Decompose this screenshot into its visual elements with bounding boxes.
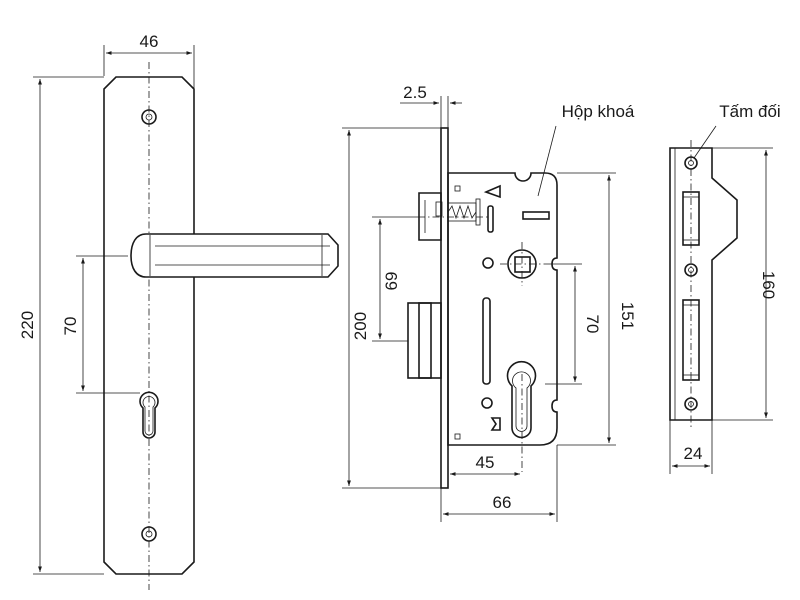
strike-plate-label: Tấm đối	[719, 102, 780, 121]
dim-46-label: 46	[140, 32, 159, 51]
lock-case-outline	[447, 172, 558, 446]
latch-bolt-icon	[418, 192, 442, 241]
dim-220-label: 220	[18, 311, 37, 339]
body-depth-dimension: 66	[440, 445, 558, 522]
strike-height-dimension: 160	[712, 147, 778, 421]
handle-height-dimension: 220	[18, 76, 104, 575]
strike-width-dimension: 24	[669, 420, 713, 474]
strike-plate-callout: Tấm đối	[693, 102, 781, 159]
faceplate	[440, 127, 449, 489]
handle-width-dimension: 46	[103, 32, 195, 88]
lock-box-label: Hộp khoá	[562, 102, 635, 121]
latch-spring-icon	[447, 204, 477, 220]
dim-151-label: 151	[618, 302, 637, 330]
dim-70-right-label: 70	[583, 315, 602, 334]
dim-2-5-label: 2.5	[403, 83, 427, 102]
strike-latch-opening	[682, 191, 700, 246]
bolt-slot	[482, 297, 491, 385]
latch-to-deadbolt-dimension: 69	[372, 216, 418, 342]
top-screw-icon	[141, 109, 157, 125]
strike-bottom-screw-icon	[684, 397, 698, 411]
strike-plate-outline	[669, 147, 738, 421]
lever-handle-icon	[130, 233, 339, 278]
cylinder-hole-icon	[506, 360, 537, 439]
handle-to-keyhole-dimension: 70	[61, 255, 140, 394]
strike-plate-view	[669, 140, 738, 430]
dim-70-left-label: 70	[61, 317, 80, 336]
lock-body-view	[407, 127, 558, 489]
handle-plate-outline	[103, 76, 195, 575]
spindle-to-cylinder-dimension: 70	[545, 263, 602, 385]
keyhole-icon	[139, 391, 159, 439]
dim-200-label: 200	[351, 312, 370, 340]
faceplate-thickness-dimension: 2.5	[400, 83, 462, 128]
strike-deadbolt-opening	[682, 299, 700, 381]
dim-69-label: 69	[382, 272, 401, 291]
strike-top-screw-icon	[684, 156, 698, 170]
spindle-square-icon	[514, 256, 531, 273]
backset-dimension: 45	[447, 453, 520, 488]
latch-lever-icon	[483, 184, 501, 199]
dim-160-label: 160	[759, 271, 778, 299]
dim-66-label: 66	[493, 493, 512, 512]
bottom-screw-icon	[141, 526, 157, 542]
body-height-dimension: 151	[557, 172, 637, 446]
lock-box-callout: Hộp khoá	[537, 102, 635, 197]
dim-45-label: 45	[476, 453, 495, 472]
handle-plate-view	[103, 62, 339, 590]
strike-middle-screw-icon	[684, 263, 698, 277]
faceplate-height-dimension: 200	[342, 127, 441, 489]
dim-24-label: 24	[684, 444, 703, 463]
